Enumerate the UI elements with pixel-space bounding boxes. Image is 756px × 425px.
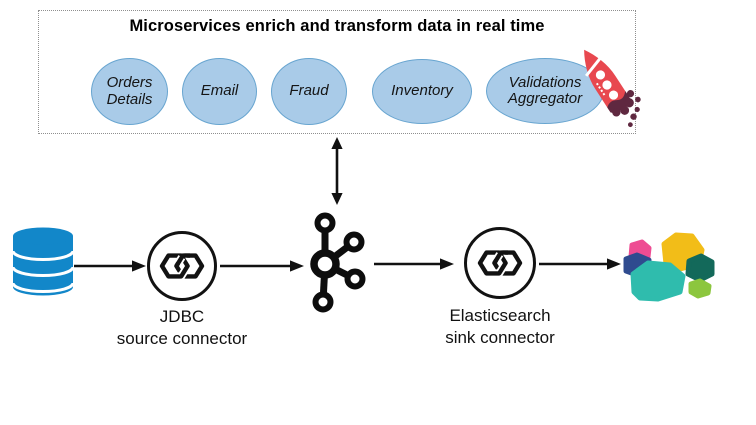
flow-arrow	[539, 256, 621, 277]
service-label: Email	[200, 82, 239, 100]
kafka-icon	[281, 210, 371, 321]
service-bubble-email: Email	[182, 58, 257, 125]
service-label: Validations Aggregator	[507, 73, 583, 107]
elasticsearch-logo-icon	[618, 224, 718, 309]
service-label: Inventory	[391, 82, 453, 100]
flow-arrow	[374, 256, 454, 277]
service-label: Orders Details	[106, 74, 153, 108]
database-icon	[10, 225, 76, 306]
service-bubble-orders-details: Orders Details	[91, 58, 168, 125]
service-bubble-fraud: Fraud	[271, 58, 347, 125]
connector-hexlink-icon	[476, 248, 523, 278]
elasticsearch-sink-connector-label: Elasticsearch sink connector	[445, 306, 555, 347]
connector-hexlink-icon	[158, 251, 205, 281]
rocket-icon	[565, 39, 645, 144]
microservices-box: Microservices enrich and transform data …	[38, 10, 641, 134]
service-bubble-inventory: Inventory	[372, 59, 472, 124]
service-bubble-validations-aggregator: Validations Aggregator	[486, 58, 604, 124]
service-label: Fraud	[289, 82, 329, 100]
flow-arrow	[220, 258, 304, 279]
microservices-title: Microservices enrich and transform data …	[129, 17, 545, 35]
flow-arrow	[74, 258, 146, 279]
arrow-up-down-icon	[328, 137, 346, 210]
jdbc-source-connector-label: JDBC source connector	[116, 307, 248, 348]
jdbc-source-connector-icon	[147, 231, 217, 301]
elasticsearch-sink-connector-icon	[464, 227, 536, 299]
